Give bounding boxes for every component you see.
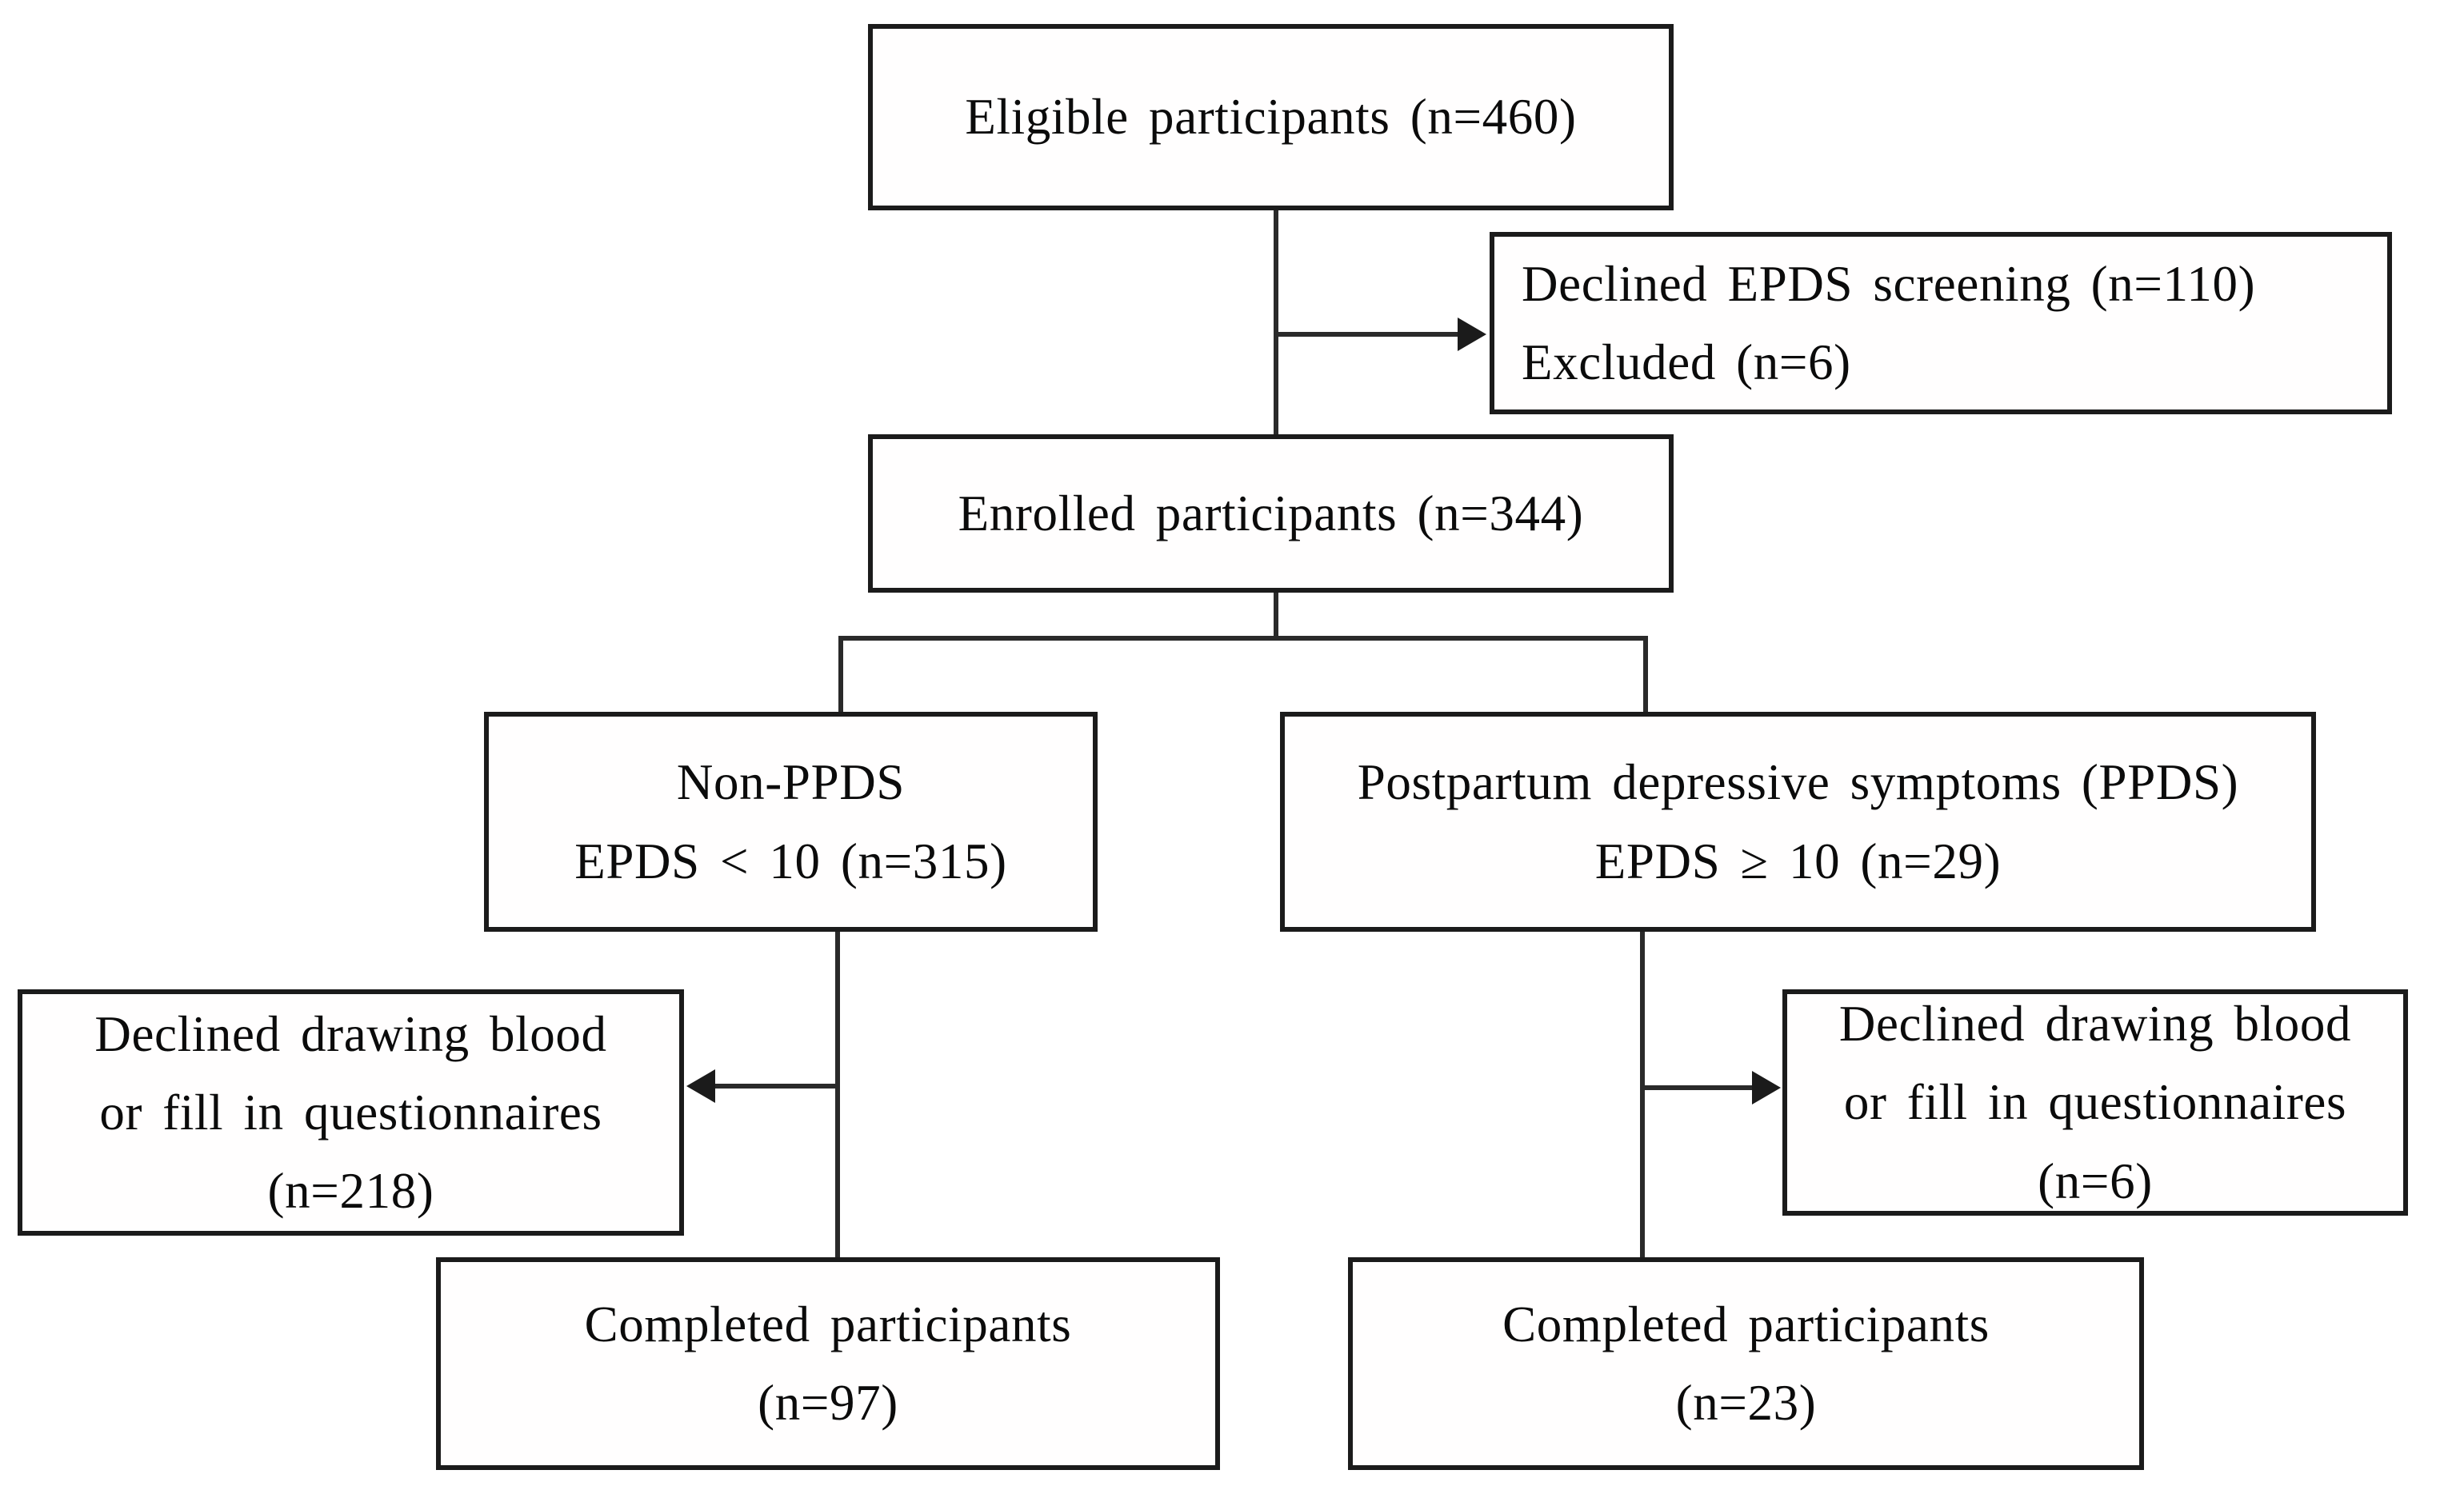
connector-to-declined-blood-left: [714, 1084, 840, 1089]
node-completed-right-line2: (n=23): [1675, 1375, 1817, 1431]
node-declined-blood-right-line3: (n=6): [2038, 1152, 2153, 1209]
node-declined-blood-left-line2: or fill in questionnaires: [99, 1084, 602, 1140]
node-enrolled-participants: Enrolled participants (n=344): [868, 434, 1674, 593]
node-declined-blood-left-line3: (n=218): [267, 1163, 434, 1220]
connector-split-horizontal: [838, 636, 1648, 641]
connector-to-declined-screening: [1276, 332, 1462, 337]
arrowhead-right-declined-screening: [1458, 318, 1486, 351]
node-ppds-line1: Postpartum depressive symptoms (PPDS): [1357, 754, 2239, 811]
node-declined-blood-right-line1: Declined drawing blood: [1838, 996, 2352, 1053]
node-eligible-participants-text: Eligible participants (n=460): [965, 89, 1577, 146]
node-declined-epds-screening: Declined EPDS screening (n=110) Excluded…: [1490, 232, 2392, 414]
node-declined-blood-left-line1: Declined drawing blood: [94, 1005, 607, 1062]
connector-split-to-ppds: [1643, 636, 1648, 716]
connector-split-to-non-ppds: [838, 636, 843, 716]
node-ppds: Postpartum depressive symptoms (PPDS) EP…: [1280, 712, 2316, 932]
node-declined-epds-screening-line2: Excluded (n=6): [1522, 334, 1851, 390]
node-non-ppds-line2: EPDS < 10 (n=315): [574, 833, 1007, 889]
node-declined-blood-right: Declined drawing blood or fill in questi…: [1782, 989, 2408, 1216]
node-declined-epds-screening-line1: Declined EPDS screening (n=110): [1522, 255, 2256, 312]
arrowhead-right-declined-blood: [1752, 1071, 1781, 1105]
node-completed-right-line1: Completed participants: [1502, 1296, 1990, 1352]
connector-ppds-to-completed: [1640, 930, 1645, 1260]
connector-eligible-to-enrolled: [1274, 208, 1278, 436]
node-completed-left-line1: Completed participants: [584, 1296, 1072, 1352]
node-declined-blood-right-line2: or fill in questionnaires: [1843, 1074, 2347, 1131]
node-ppds-line2: EPDS ≥ 10 (n=29): [1594, 833, 2002, 889]
arrowhead-left-declined-blood: [686, 1069, 715, 1103]
node-completed-left: Completed participants (n=97): [436, 1257, 1220, 1470]
node-non-ppds: Non-PPDS EPDS < 10 (n=315): [484, 712, 1098, 932]
node-non-ppds-line1: Non-PPDS: [676, 754, 906, 811]
connector-non-ppds-to-completed: [835, 930, 840, 1260]
connector-enrolled-to-split: [1274, 591, 1278, 641]
node-declined-blood-left: Declined drawing blood or fill in questi…: [18, 989, 684, 1236]
node-completed-right: Completed participants (n=23): [1348, 1257, 2144, 1470]
node-enrolled-participants-text: Enrolled participants (n=344): [958, 485, 1584, 541]
node-eligible-participants: Eligible participants (n=460): [868, 24, 1674, 210]
node-completed-left-line2: (n=97): [758, 1375, 898, 1431]
connector-to-declined-blood-right: [1645, 1085, 1755, 1090]
